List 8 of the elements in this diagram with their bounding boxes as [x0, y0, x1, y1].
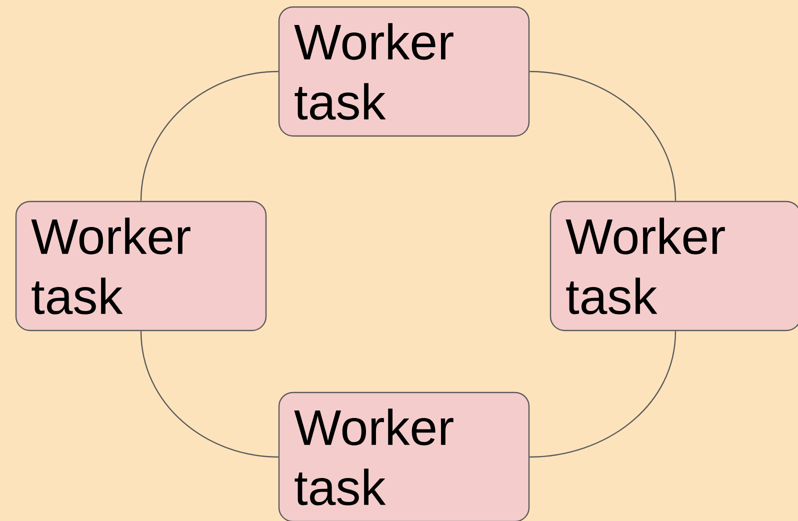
task-box: Worker task [278, 392, 530, 521]
connector-line [530, 331, 676, 458]
connector-line [530, 70, 676, 201]
connector-line [140, 331, 278, 458]
task-box: Worker task [15, 200, 267, 332]
task-box: Worker task [278, 6, 530, 137]
task-box: Worker task [550, 200, 798, 332]
connector-line [140, 70, 278, 201]
